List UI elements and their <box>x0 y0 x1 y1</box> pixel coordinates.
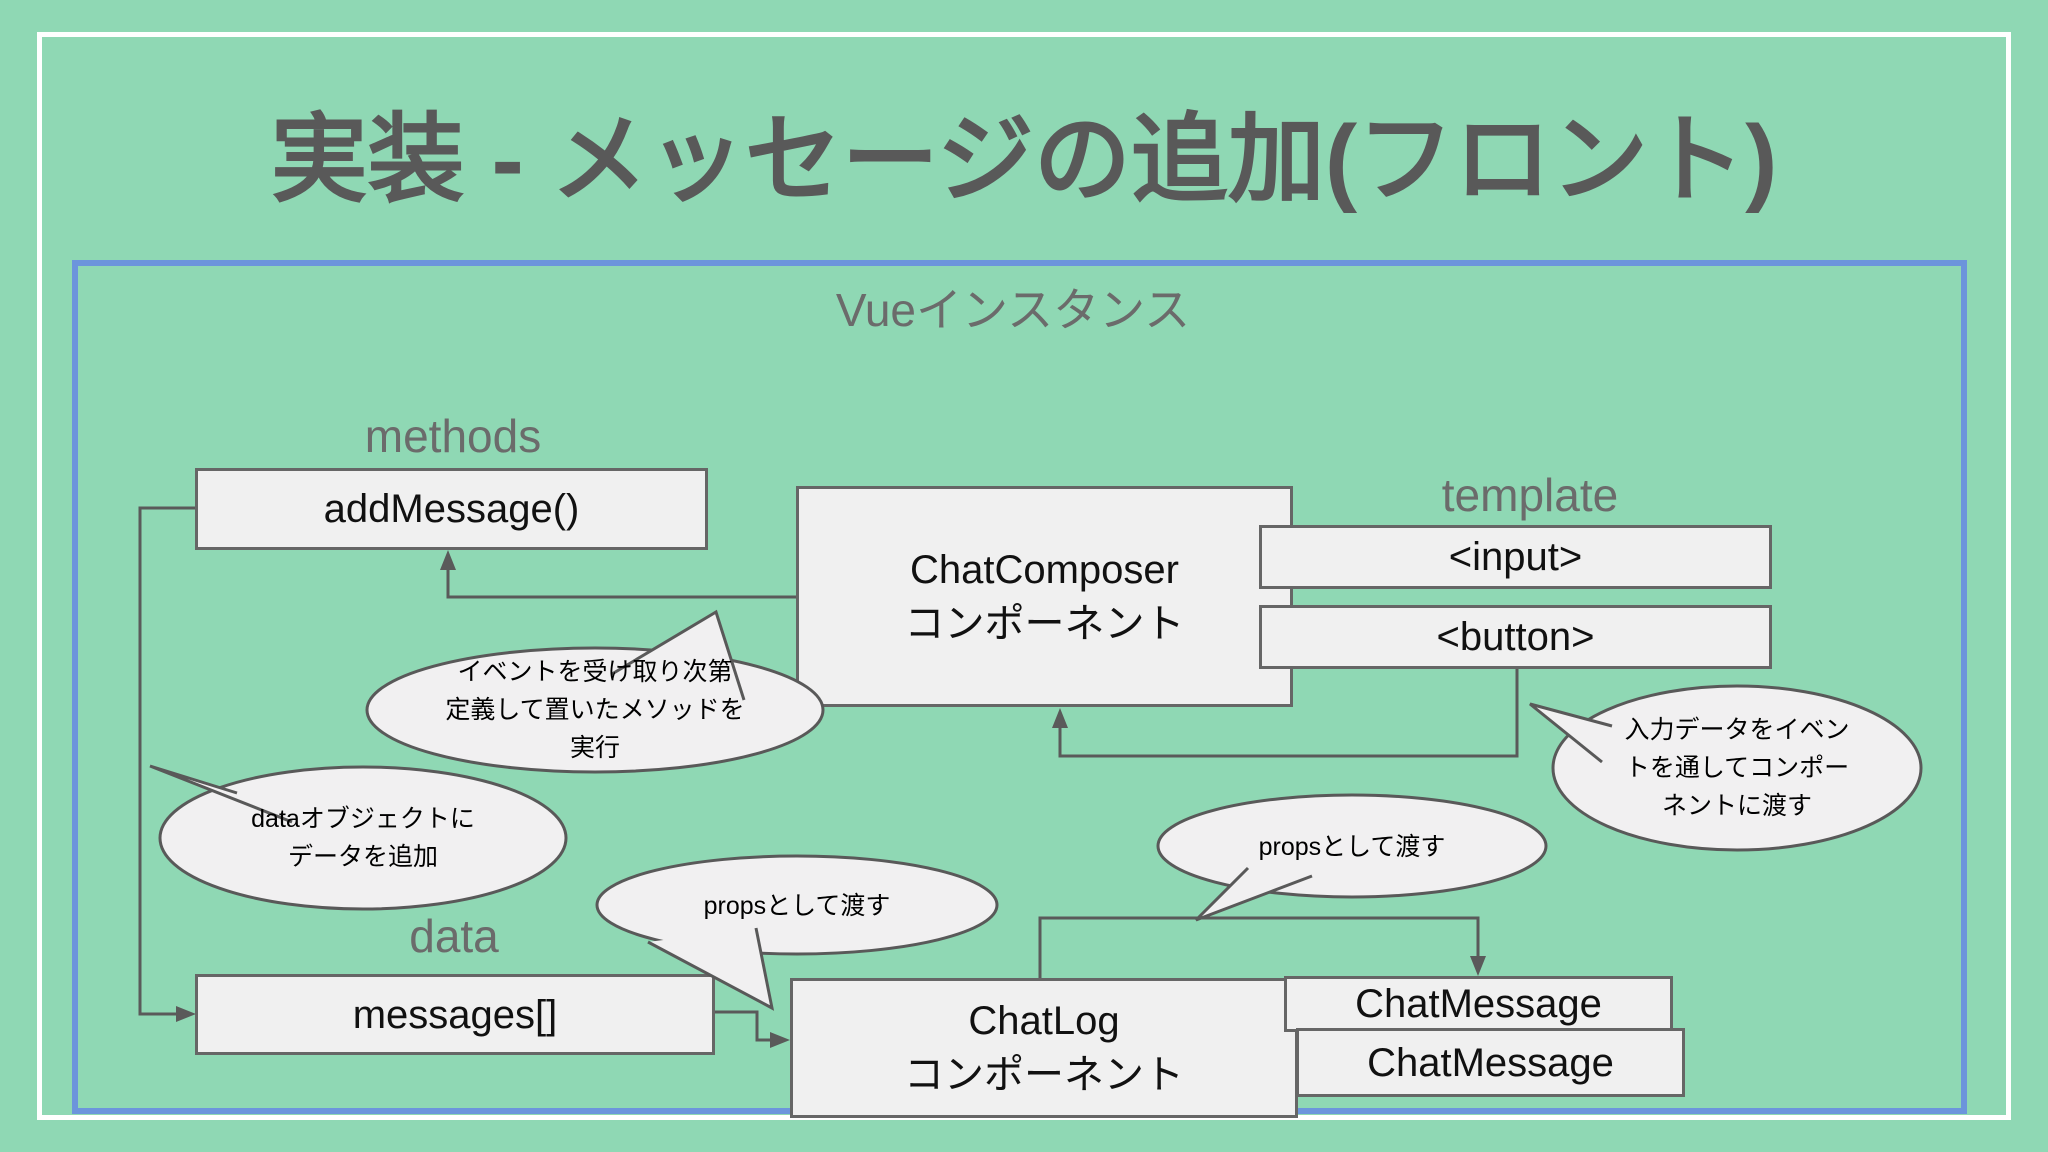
bubble-props-right-text: propsとして渡す <box>1258 833 1446 861</box>
bubble-run-method-text: イベントを受け取り次第 定義して置いたメソッドを 実行 <box>365 653 825 767</box>
node-messages: messages[] <box>195 974 715 1055</box>
template-label: template <box>1441 469 1619 521</box>
slide-title: 実装 - メッセージの追加(フロント) <box>270 105 1778 214</box>
bubble-props-left-text: propsとして渡す <box>703 892 891 920</box>
data-label: data <box>409 910 499 962</box>
node-chat-message-front: ChatMessage <box>1296 1028 1685 1097</box>
bubble-run-method-line2: 定義して置いたメソッドを <box>445 696 745 724</box>
node-add-message-text: addMessage() <box>323 487 580 531</box>
bubble-pass-via-event-line3: ネントに渡す <box>1661 792 1812 820</box>
vue-instance-label: Vueインスタンス <box>835 284 1191 336</box>
node-input-tag-text: <input> <box>1448 535 1583 579</box>
bubble-add-to-data-line2: データを追加 <box>287 843 438 871</box>
bubble-add-to-data-text: dataオブジェクトに データを追加 <box>163 800 563 876</box>
bubble-run-method-line3: 実行 <box>569 734 620 762</box>
node-chat-composer-line2: コンポーネント <box>904 601 1185 646</box>
node-button-tag: <button> <box>1259 605 1772 669</box>
node-button-tag-text: <button> <box>1436 615 1595 659</box>
node-chat-log-line2: コンポーネント <box>904 1053 1184 1097</box>
node-chat-message-back: ChatMessage <box>1284 976 1673 1032</box>
bubble-pass-via-event-text: 入力データをイベン トを通してコンポー ネントに渡す <box>1567 711 1907 825</box>
node-chat-log-line1: ChatLog <box>968 999 1120 1043</box>
node-add-message: addMessage() <box>195 468 708 550</box>
node-input-tag: <input> <box>1259 525 1772 589</box>
bubble-pass-via-event-line2: トを通してコンポー <box>1624 754 1850 782</box>
bubble-pass-via-event-line1: 入力データをイベン <box>1624 716 1850 744</box>
bubble-run-method-line1: イベントを受け取り次第 <box>457 658 733 686</box>
node-chat-message-front-text: ChatMessage <box>1367 1040 1614 1085</box>
node-chat-composer: ChatComposer コンポーネント <box>796 486 1293 707</box>
node-chat-message-back-text: ChatMessage <box>1355 982 1602 1026</box>
methods-label: methods <box>364 410 542 462</box>
node-chat-composer-line1: ChatComposer <box>909 547 1179 592</box>
node-chat-log: ChatLog コンポーネント <box>790 978 1298 1118</box>
bubble-add-to-data-line1: dataオブジェクトに <box>251 805 475 833</box>
node-messages-text: messages[] <box>352 992 558 1037</box>
